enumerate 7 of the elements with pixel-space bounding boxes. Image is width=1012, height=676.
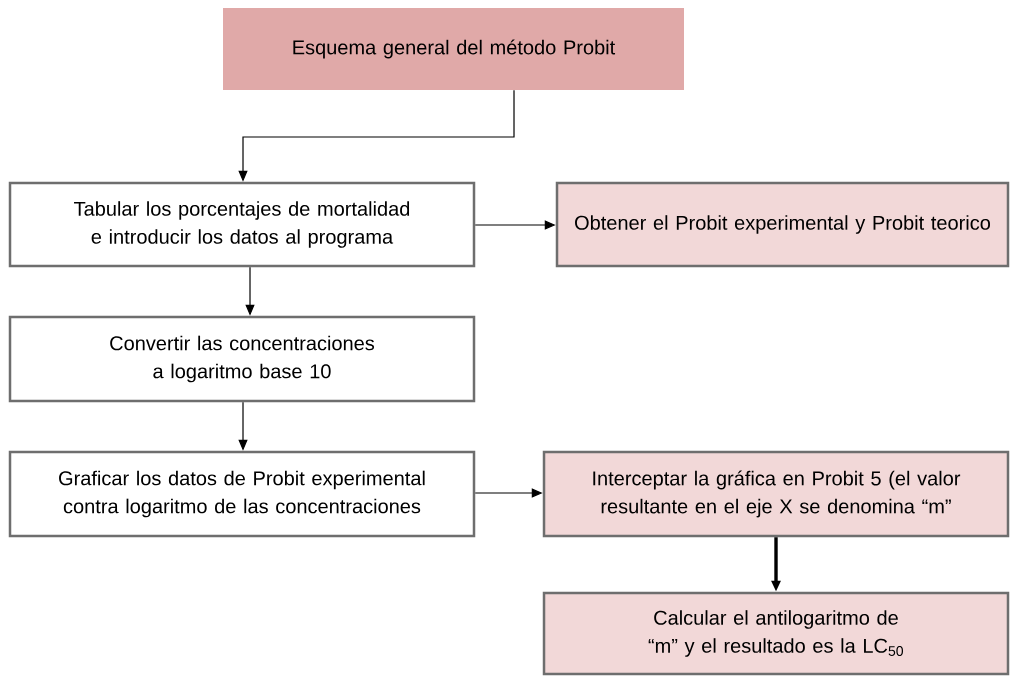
process-box: Convertir las concentraciones a logaritmo base 10 [8,315,476,403]
title-box: Esquema general del método Probit [223,8,684,90]
process-box: Graficar los datos de Probit experimental contra logaritmo de las concentraciones [8,450,476,538]
process-box: Calcular el antilogaritmo de “m” y el resultado es la LC$_{50}$ [542,591,1010,676]
process-box: Tabular los porcentajes de mortalidad e introducir los datos al programa [8,181,476,268]
process-box: Obtener el Probit experimental y Probit teorico [555,181,1010,268]
process-box: Interceptar la gráfica en Probit 5 (el valor resultante en el eje X se denomina “m” [542,450,1010,538]
